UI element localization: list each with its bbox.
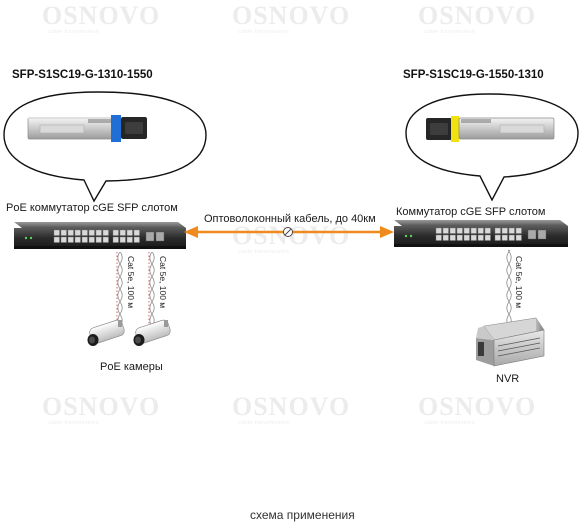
watermark-tagline: cable transmission	[238, 420, 289, 426]
left-cable-label-2: Cat 5e, 100 м	[158, 256, 168, 308]
switch-port	[449, 234, 456, 241]
blue-latch-icon	[111, 115, 121, 142]
watermark-tagline: cable transmission	[424, 29, 475, 35]
switch-port	[53, 229, 60, 236]
watermark-group: OSNOVO cable transmission OSNOVO cable t…	[42, 1, 536, 426]
switch-port	[67, 236, 74, 243]
switch-port	[463, 234, 470, 241]
poe-camera-icon	[133, 319, 171, 346]
switch-port	[508, 234, 515, 241]
nvr-icon	[476, 317, 545, 367]
watermark-tagline: cable transmission	[48, 420, 99, 426]
fiber-link: Оптоволоконный кабель, до 40км	[184, 213, 394, 238]
switch-port	[74, 236, 81, 243]
cable-twisted-icon	[506, 249, 512, 323]
switch-port	[112, 229, 119, 236]
left-module-model: SFP-S1SC19-G-1310-1550	[12, 69, 153, 81]
switch-port	[456, 227, 463, 234]
watermark: OSNOVO	[418, 1, 536, 30]
switch-port	[494, 227, 501, 234]
switch-port	[477, 234, 484, 241]
diagram-caption: схема применения	[250, 508, 355, 522]
sfp-slot	[537, 229, 547, 240]
switch-port	[74, 229, 81, 236]
switch-port	[95, 236, 102, 243]
switch-port	[102, 229, 109, 236]
right-module-model: SFP-S1SC19-G-1550-1310	[403, 69, 544, 81]
yellow-latch-icon	[451, 116, 459, 142]
switch-port	[508, 227, 515, 234]
switch-port	[515, 227, 522, 234]
left-cable-label-1: Cat 5e, 100 м	[126, 256, 136, 308]
switch-port	[112, 236, 119, 243]
switch-port	[53, 236, 60, 243]
switch-ports	[53, 229, 165, 243]
switch-port	[442, 234, 449, 241]
nvr-label: NVR	[496, 373, 519, 385]
right-sfp-module	[426, 116, 555, 142]
fiber-cable-label: Оптоволоконный кабель, до 40км	[204, 213, 376, 225]
switch-port	[435, 227, 442, 234]
watermark: OSNOVO	[418, 392, 536, 421]
right-nvr-cable: Cat 5e, 100 м	[506, 249, 524, 323]
cable-twisted-icon	[116, 251, 123, 327]
sfp-slot	[145, 231, 155, 242]
poe-camera-icon	[87, 319, 125, 346]
switch-port	[95, 229, 102, 236]
switch-port	[484, 234, 491, 241]
switch-port	[119, 236, 126, 243]
switch-port	[81, 229, 88, 236]
switch-port	[515, 234, 522, 241]
poe-cameras-label: PoE камеры	[100, 361, 163, 373]
switch-port	[133, 229, 140, 236]
switch-port	[60, 229, 67, 236]
left-camera-cables: Cat 5e, 100 м Cat 5e, 100 м	[116, 251, 168, 327]
switch-port	[477, 227, 484, 234]
watermark-tagline: cable transmission	[238, 249, 289, 255]
switch-port	[470, 234, 477, 241]
switch-port	[456, 234, 463, 241]
switch-port	[102, 236, 109, 243]
switch-port	[442, 227, 449, 234]
watermark: OSNOVO	[42, 1, 160, 30]
switch-port	[501, 234, 508, 241]
sfp-slot	[527, 229, 537, 240]
watermark-tagline: cable transmission	[48, 29, 99, 35]
sfp-slot	[155, 231, 165, 242]
switch-ports	[435, 227, 547, 241]
left-sfp-bubble	[3, 91, 207, 203]
switch-port	[67, 229, 74, 236]
right-cable-label: Cat 5e, 100 м	[514, 256, 524, 308]
watermark: OSNOVO	[42, 392, 160, 421]
switch-port	[470, 227, 477, 234]
switch-port	[449, 227, 456, 234]
switch-port	[463, 227, 470, 234]
watermark: OSNOVO	[232, 1, 350, 30]
switch-port	[81, 236, 88, 243]
switch-port	[126, 229, 133, 236]
switch-port	[60, 236, 67, 243]
switch-port	[435, 234, 442, 241]
cable-twisted-icon	[148, 251, 155, 327]
switch-port	[119, 229, 126, 236]
switch-port	[494, 234, 501, 241]
switch-port	[126, 236, 133, 243]
arrow-left-icon	[184, 226, 198, 238]
right-switch-label: Коммутатор cGE SFP слотом	[396, 206, 545, 218]
switch-port	[88, 236, 95, 243]
switch-port	[88, 229, 95, 236]
switch-port	[484, 227, 491, 234]
switch-port	[133, 236, 140, 243]
right-switch	[394, 220, 568, 247]
right-sfp-bubble	[405, 93, 579, 202]
watermark-tagline: cable transmission	[238, 29, 289, 35]
arrow-right-icon	[380, 226, 394, 238]
watermark: OSNOVO	[232, 392, 350, 421]
switch-port	[501, 227, 508, 234]
left-switch-label: PoE коммутатор cGE SFP слотом	[6, 202, 178, 214]
watermark-tagline: cable transmission	[424, 420, 475, 426]
left-poe-switch	[14, 222, 186, 249]
left-sfp-module	[27, 115, 147, 142]
